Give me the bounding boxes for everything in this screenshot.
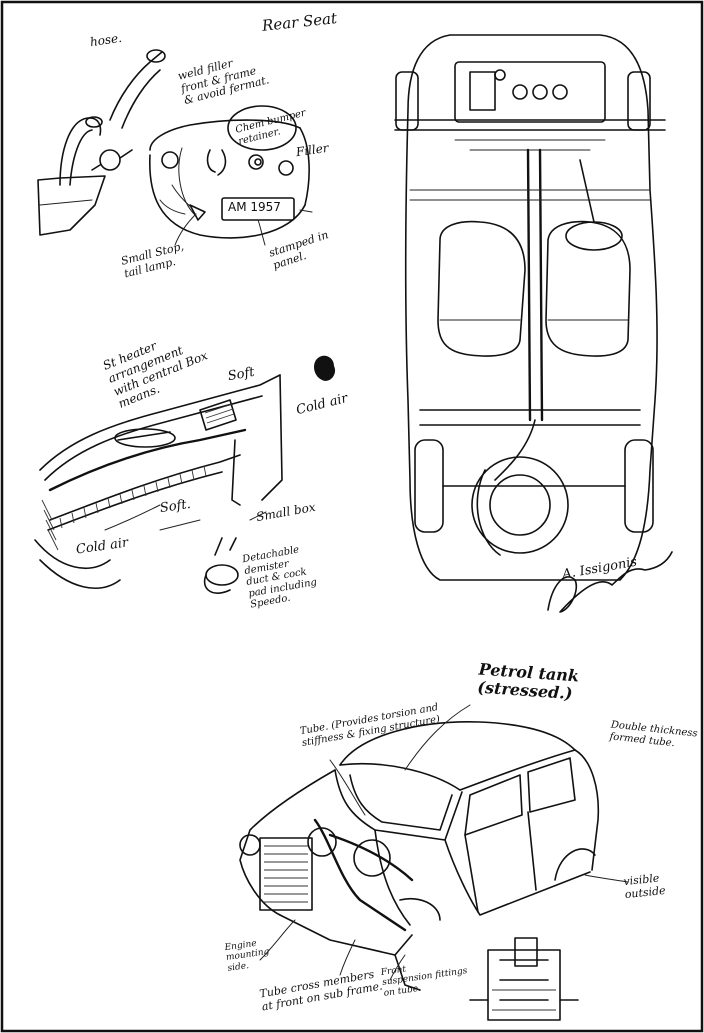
note-petrol-tank: Petrol tank (stressed.)	[476, 659, 580, 704]
body-shell-sketch	[239, 704, 629, 1021]
note-engine: Engine mounting side.	[224, 938, 271, 974]
rear-end-sketch	[37, 49, 313, 246]
chassis-plan-sketch	[394, 34, 673, 613]
number-plate-text: AM 1957	[228, 200, 281, 214]
ink-blot	[314, 355, 336, 381]
note-detachable: Detachable demister duct & cock pad incl…	[241, 544, 318, 611]
signature-mark	[547, 551, 673, 613]
dashboard-sketch	[34, 355, 336, 594]
